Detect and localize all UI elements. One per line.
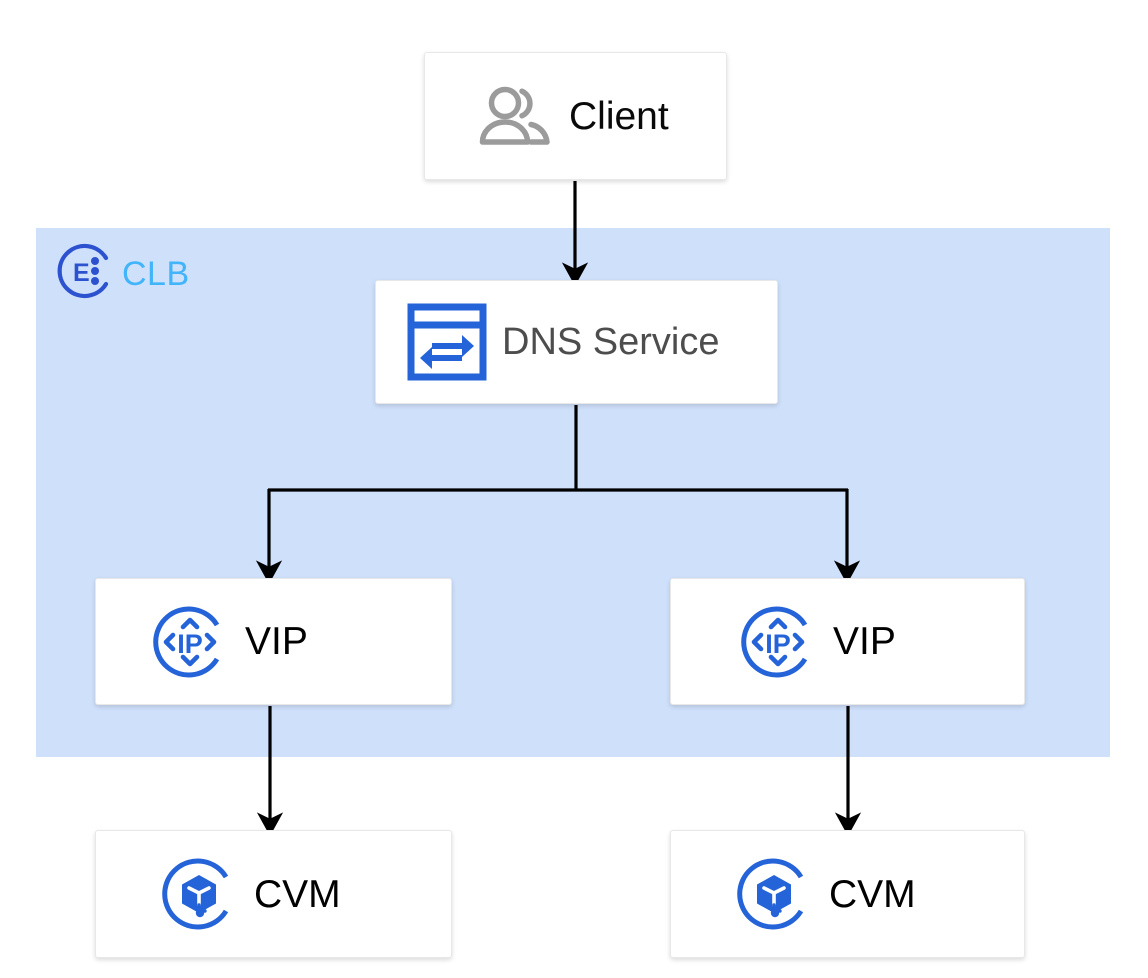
node-dns-service-label: DNS Service xyxy=(502,321,720,363)
dns-swap-icon xyxy=(406,301,488,383)
svg-text:IP: IP xyxy=(765,629,791,659)
node-vip-right[interactable]: IP VIP xyxy=(670,578,1025,705)
node-vip-left[interactable]: IP VIP xyxy=(95,578,452,705)
node-client[interactable]: Client xyxy=(424,52,727,180)
clb-logo-icon: E xyxy=(54,240,116,307)
node-cvm-left[interactable]: CVM xyxy=(95,830,452,958)
vip-ip-icon: IP xyxy=(737,601,819,683)
users-icon xyxy=(479,85,555,147)
cvm-cube-icon xyxy=(158,853,240,935)
node-client-label: Client xyxy=(569,94,669,138)
svg-text:E: E xyxy=(73,259,90,287)
node-cvm-right-label: CVM xyxy=(829,872,916,916)
clb-zone-badge: E CLB xyxy=(54,240,190,307)
cvm-cube-icon xyxy=(733,853,815,935)
clb-zone-label: CLB xyxy=(122,254,190,293)
node-cvm-left-label: CVM xyxy=(254,872,341,916)
node-cvm-right[interactable]: CVM xyxy=(670,830,1025,958)
vip-ip-icon: IP xyxy=(149,601,231,683)
node-dns-service[interactable]: DNS Service xyxy=(375,280,778,404)
svg-text:IP: IP xyxy=(177,629,203,659)
node-vip-right-label: VIP xyxy=(833,620,896,663)
node-vip-left-label: VIP xyxy=(245,620,308,663)
